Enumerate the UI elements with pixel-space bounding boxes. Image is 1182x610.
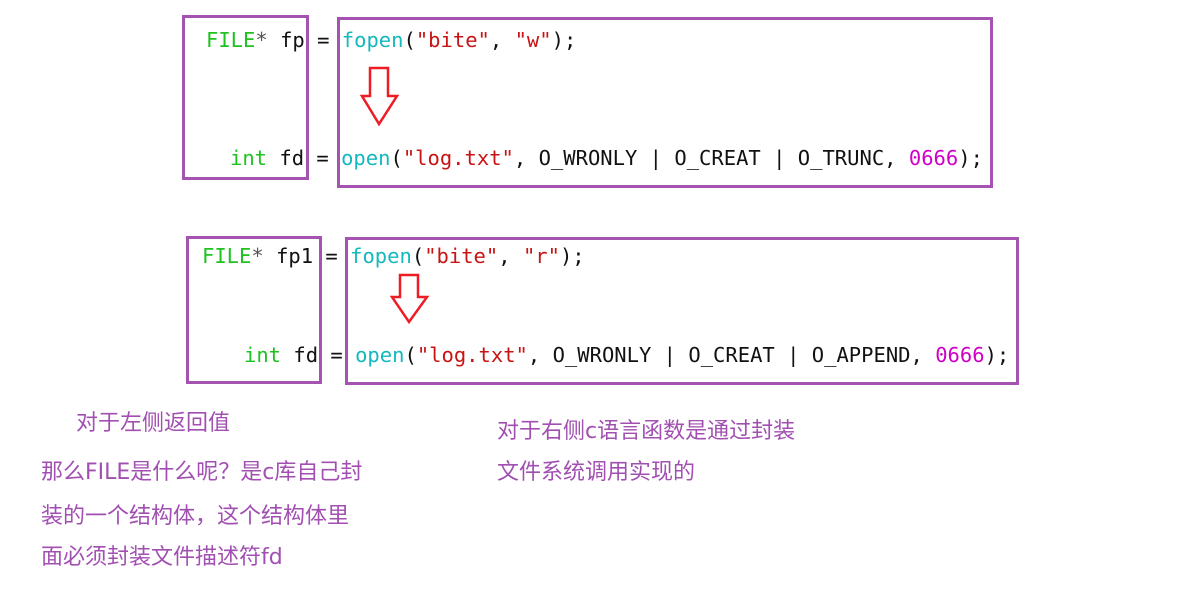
code-token: "log.txt" bbox=[402, 146, 514, 170]
code-token: int bbox=[244, 343, 282, 367]
left-note-line: 面必须封装文件描述符fd bbox=[41, 545, 283, 570]
left-note-line: 装的一个结构体，这个结构体里 bbox=[41, 504, 350, 529]
down-arrow-icon bbox=[360, 66, 400, 127]
code-line-fopen-w: FILE* fp = fopen("bite", "w"); bbox=[206, 28, 576, 52]
right-note-line: 对于右侧c语言函数是通过封装 bbox=[497, 419, 796, 444]
code-token: "log.txt" bbox=[416, 343, 528, 367]
code-token: ( bbox=[390, 146, 403, 170]
code-token: * bbox=[251, 244, 277, 268]
code-token: FILE bbox=[206, 28, 256, 52]
code-token: "bite" bbox=[415, 28, 490, 52]
left-note-title: 对于左侧返回值 bbox=[76, 411, 231, 436]
code-token: "bite" bbox=[424, 244, 499, 268]
code-token: ); bbox=[958, 146, 983, 170]
right-note-line: 文件系统调用实现的 bbox=[497, 460, 696, 485]
code-line-open-append: int fd = open("log.txt", O_WRONLY | O_CR… bbox=[244, 343, 1009, 367]
code-token: , O_WRONLY | O_CREAT | O_APPEND, bbox=[527, 343, 936, 367]
code-token: fp = bbox=[280, 28, 342, 52]
code-token: 0666 bbox=[908, 146, 959, 170]
code-token: , O_WRONLY | O_CREAT | O_TRUNC, bbox=[513, 146, 909, 170]
code-token: fopen bbox=[350, 244, 412, 268]
code-token: ); bbox=[559, 244, 585, 268]
code-token: , bbox=[489, 28, 515, 52]
code-token: "r" bbox=[522, 244, 560, 268]
code-token: fd = bbox=[267, 146, 342, 170]
code-line-fopen-r: FILE* fp1 = fopen("bite", "r"); bbox=[202, 244, 585, 268]
code-token: fp1 = bbox=[276, 244, 351, 268]
function-call-box-2 bbox=[345, 237, 1019, 385]
down-arrow-icon bbox=[390, 273, 430, 325]
code-token: * bbox=[255, 28, 281, 52]
code-line-open-trunc: int fd = open("log.txt", O_WRONLY | O_CR… bbox=[230, 146, 983, 170]
left-note-line: 那么FILE是什么呢？是c库自己封 bbox=[41, 460, 363, 485]
code-token: ); bbox=[984, 343, 1010, 367]
code-token: ( bbox=[403, 28, 416, 52]
code-token: fd = bbox=[281, 343, 356, 367]
code-token: ); bbox=[551, 28, 577, 52]
code-token: , bbox=[498, 244, 523, 268]
code-token: ( bbox=[404, 343, 417, 367]
code-token: fopen bbox=[341, 28, 404, 52]
code-token: ( bbox=[411, 244, 425, 268]
code-token: open bbox=[341, 146, 391, 170]
code-token: int bbox=[230, 146, 268, 170]
code-token: "w" bbox=[514, 28, 552, 52]
function-call-box-1 bbox=[337, 17, 993, 188]
code-token: open bbox=[355, 343, 405, 367]
code-token: FILE bbox=[202, 244, 252, 268]
return-value-box-1 bbox=[182, 15, 309, 180]
return-value-box-2 bbox=[186, 236, 322, 384]
code-token: 0666 bbox=[935, 343, 985, 367]
